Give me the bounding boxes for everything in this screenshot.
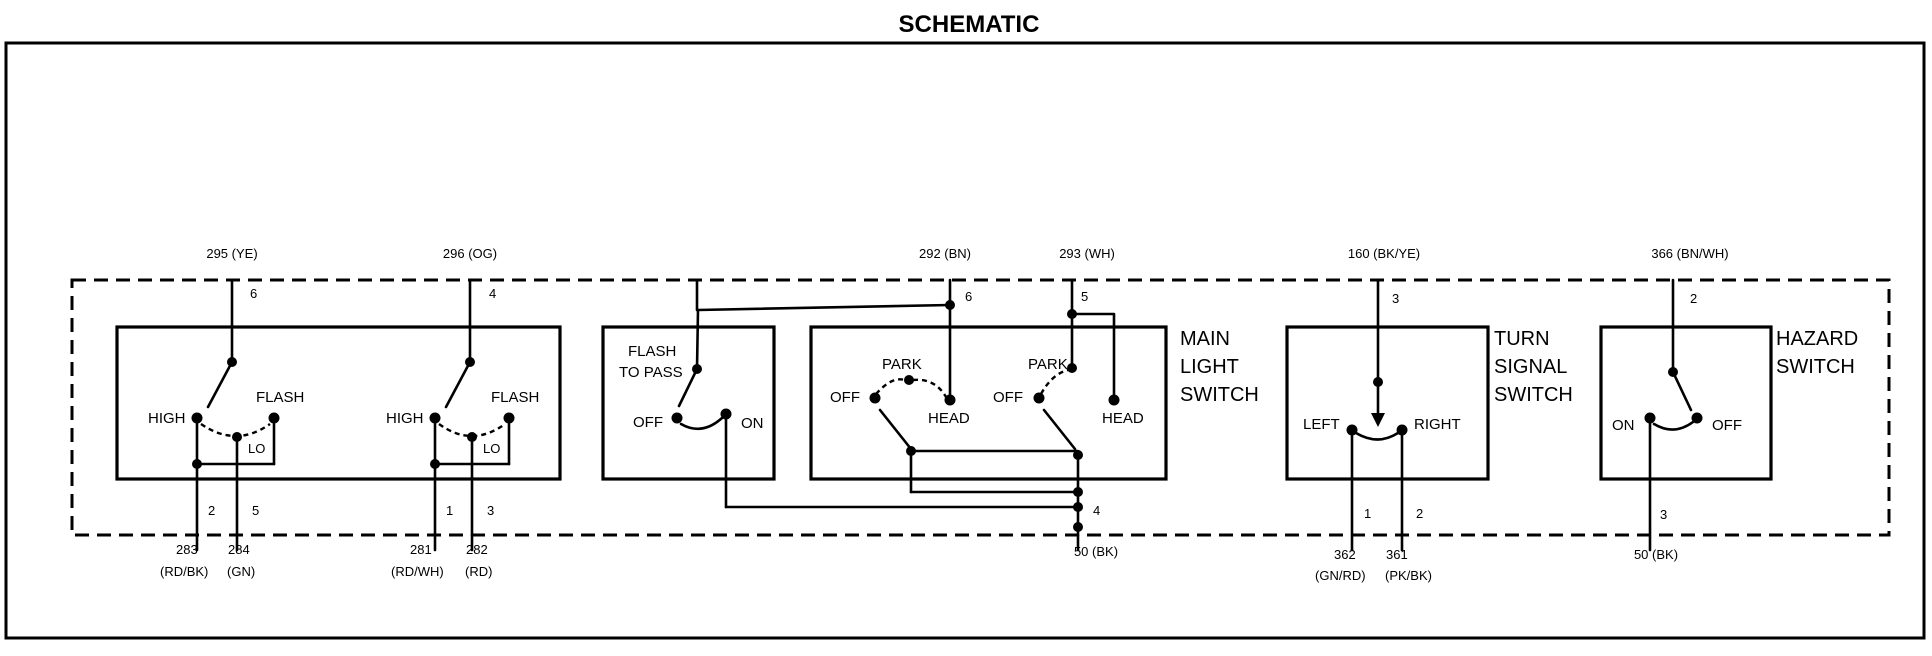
flash-to-pass-switch: FLASH TO PASS OFF ON (601, 278, 1080, 509)
turn-signal-switch-name-3: SWITCH (1494, 384, 1573, 406)
top-circuit-296: 296 (OG) (443, 246, 497, 261)
top-circuit-295: 295 (YE) (206, 246, 257, 261)
label-flash-to-pass-2: TO PASS (619, 364, 683, 381)
label-high-2: HIGH (386, 410, 424, 427)
top-pin-5: 5 (1081, 289, 1088, 304)
hazard-switch-box (1599, 325, 1773, 481)
main-light-switch: OFF PARK HEAD OFF PARK HEAD MAIN LIGHT S… (809, 278, 1259, 552)
main-light-switch-name-2: LIGHT (1180, 356, 1239, 378)
bottom-pin-3a: 3 (487, 503, 494, 518)
bottom-circuit-361: 361 (1386, 547, 1408, 562)
label-off-ftp: OFF (633, 414, 663, 431)
bottom-color-283: (RD/BK) (160, 564, 208, 579)
turn-signal-switch-name-2: SIGNAL (1494, 356, 1567, 378)
bottom-circuit-362: 362 (1334, 547, 1356, 562)
main-light-switch-box (809, 325, 1168, 481)
label-flash-2: FLASH (491, 389, 539, 406)
label-head-1: HEAD (928, 410, 970, 427)
label-off-main-2: OFF (993, 389, 1023, 406)
label-on-ftp: ON (741, 415, 764, 432)
label-head-2: HEAD (1102, 410, 1144, 427)
bottom-color-361: (PK/BK) (1385, 568, 1432, 583)
top-pin-6b: 6 (965, 289, 972, 304)
label-right: RIGHT (1414, 416, 1461, 433)
dimmer-switch-2: HIGH FLASH LO (386, 278, 539, 552)
bottom-circuit-281: 281 (410, 542, 432, 557)
main-light-switch-name-1: MAIN (1180, 328, 1230, 350)
bottom-pin-5: 5 (252, 503, 259, 518)
label-off-hazard: OFF (1712, 417, 1742, 434)
top-pin-4: 4 (489, 286, 496, 301)
main-light-switch-name-3: SWITCH (1180, 384, 1259, 406)
label-flash-1: FLASH (256, 389, 304, 406)
top-circuit-292: 292 (BN) (919, 246, 971, 261)
dimmer-switch-1: HIGH FLASH LO (115, 278, 562, 552)
bottom-circuit-282: 282 (466, 542, 488, 557)
bottom-color-284: (GN) (227, 564, 255, 579)
bottom-pin-2a: 2 (208, 503, 215, 518)
label-lo-1: LO (248, 441, 265, 456)
multifunction-switch-boundary (70, 278, 1891, 537)
label-high-1: HIGH (148, 410, 186, 427)
bottom-circuit-50a: 50 (BK) (1074, 544, 1118, 559)
label-park-2: PARK (1028, 356, 1068, 373)
bottom-circuit-283: 283 (176, 542, 198, 557)
outer-frame (4, 41, 1926, 640)
label-off-main-1: OFF (830, 389, 860, 406)
schematic-title: SCHEMATIC (899, 11, 1040, 38)
hazard-switch: ON OFF HAZARD SWITCH (1599, 278, 1858, 552)
hazard-switch-name-2: SWITCH (1776, 356, 1855, 378)
bottom-wire-labels: 2 283 (RD/BK) 5 284 (GN) 1 281 (RD/WH) 3… (160, 503, 1678, 583)
bottom-pin-1b: 1 (1364, 506, 1371, 521)
bottom-pin-2b: 2 (1416, 506, 1423, 521)
label-park-1: PARK (882, 356, 922, 373)
bottom-pin-3b: 3 (1660, 507, 1667, 522)
label-flash-to-pass-1: FLASH (628, 343, 676, 360)
top-circuit-366: 366 (BN/WH) (1651, 246, 1728, 261)
top-wire-labels: 295 (YE) 6 296 (OG) 4 292 (BN) 6 293 (WH… (206, 246, 1728, 306)
bottom-circuit-284: 284 (228, 542, 250, 557)
top-circuit-293: 293 (WH) (1059, 246, 1115, 261)
bottom-pin-1a: 1 (446, 503, 453, 518)
turn-signal-switch-name-1: TURN (1494, 328, 1550, 350)
bottom-color-282: (RD) (465, 564, 492, 579)
hazard-switch-name-1: HAZARD (1776, 328, 1858, 350)
bottom-color-281: (RD/WH) (391, 564, 444, 579)
label-lo-2: LO (483, 441, 500, 456)
top-pin-3: 3 (1392, 291, 1399, 306)
top-pin-6a: 6 (250, 286, 257, 301)
turn-signal-switch-box (1285, 325, 1490, 481)
top-pin-2: 2 (1690, 291, 1697, 306)
bottom-circuit-50b: 50 (BK) (1634, 547, 1678, 562)
label-left: LEFT (1303, 416, 1340, 433)
bottom-color-362: (GN/RD) (1315, 568, 1366, 583)
turn-signal-switch: LEFT RIGHT TURN SIGNAL SWITCH (1285, 278, 1573, 552)
top-circuit-160: 160 (BK/YE) (1348, 246, 1420, 261)
dimmer-switch-1-box (115, 325, 562, 481)
label-on-hazard: ON (1612, 417, 1635, 434)
bottom-pin-4: 4 (1093, 503, 1100, 518)
flash-to-pass-box (601, 325, 776, 481)
